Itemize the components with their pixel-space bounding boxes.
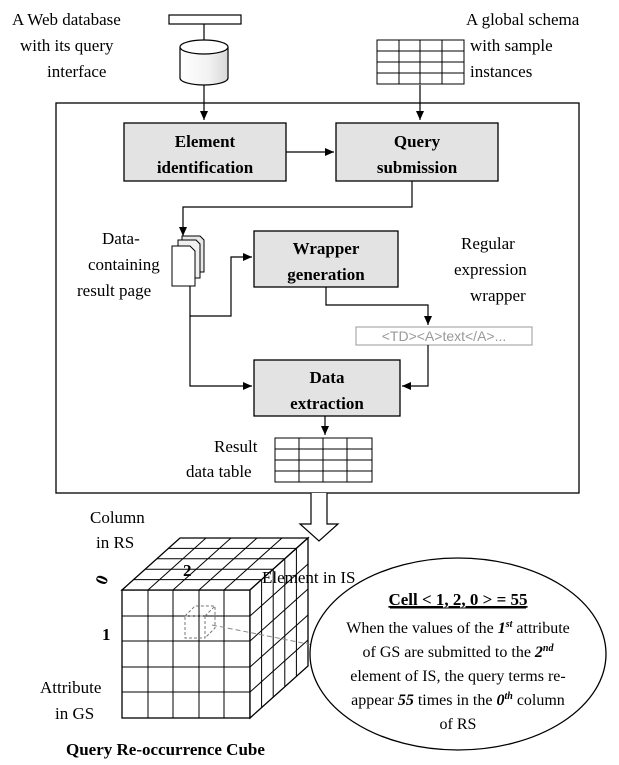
element-identification-label-1: Element: [175, 132, 236, 151]
callout-line-2: of GS are submitted to the 2nd: [363, 643, 555, 661]
callout-line-3: element of IS, the query terms re-: [350, 668, 565, 685]
element-identification-label-2: identification: [157, 158, 254, 177]
data-extraction-label-2: extraction: [290, 394, 364, 413]
result-table-label-2: data table: [186, 462, 252, 481]
arrow-code-to-extraction: [402, 345, 429, 390]
result-page-label-1: Data-: [102, 229, 140, 248]
result-page-label-2: containing: [88, 255, 160, 274]
result-table-icon: [274, 437, 373, 483]
cube-index-2: 2: [183, 561, 192, 580]
query-submission-label-2: submission: [377, 158, 458, 177]
callout-heading: Cell < 1, 2, 0 > = 55: [388, 590, 527, 609]
callout-ellipse: [309, 557, 607, 751]
callout-line-5: of RS: [440, 716, 477, 733]
data-extraction-label-1: Data: [310, 368, 345, 387]
element-identification-box: Element identification: [123, 122, 287, 182]
wrapper-code-text: <TD><A>text</A>...: [382, 328, 507, 344]
arrow-wrapper-to-code: [325, 287, 432, 325]
callout-connector: [211, 624, 314, 646]
regex-label-3: wrapper: [470, 286, 526, 305]
column-in-rs-label-2: in RS: [96, 533, 134, 552]
web-db-label-1: A Web database: [12, 10, 121, 29]
wrapper-generation-box: Wrapper generation: [253, 230, 399, 288]
callout-line-1: When the values of the 1st attribute: [346, 619, 569, 637]
reoccurrence-cube: [120, 536, 310, 720]
schema-label-2: with sample: [470, 36, 553, 55]
cube-index-1: 1: [102, 625, 111, 644]
wrapper-code-box: <TD><A>text</A>...: [355, 326, 533, 346]
result-table-label-1: Result: [214, 437, 258, 456]
database-icon: [179, 39, 229, 86]
cube-index-0: 0: [91, 573, 112, 587]
hollow-arrow-down-icon: [298, 493, 340, 542]
schema-table-icon: [376, 39, 465, 85]
regex-label-1: Regular: [461, 234, 515, 253]
arrow-result-to-extraction: [189, 316, 252, 390]
highlighted-cell: [184, 605, 216, 639]
regex-label-2: expression: [454, 260, 527, 279]
wrapper-generation-label-1: Wrapper: [293, 239, 360, 258]
callout-line-4: appear 55 times in the 0th column: [351, 691, 565, 709]
web-db-label-3: interface: [47, 62, 106, 81]
schema-label-3: instances: [470, 62, 532, 81]
query-submission-box: Query submission: [335, 122, 499, 182]
wrapper-generation-label-2: generation: [287, 265, 365, 284]
cube-title: Query Re-occurrence Cube: [66, 740, 265, 759]
arrow-query-to-result-page: [179, 181, 413, 236]
element-in-is-label: Element in IS: [262, 568, 355, 587]
data-extraction-box: Data extraction: [253, 359, 401, 417]
column-in-rs-label-1: Column: [90, 508, 145, 527]
web-db-label-2: with its query: [20, 36, 114, 55]
query-submission-label-1: Query: [394, 132, 441, 151]
result-page-icon: [171, 235, 205, 287]
arrow-result-to-wrapper: [189, 253, 252, 317]
schema-label-1: A global schema: [466, 10, 580, 29]
query-interface-icon: [168, 14, 242, 25]
attribute-in-gs-label-2: in GS: [55, 704, 94, 723]
attribute-in-gs-label-1: Attribute: [40, 678, 101, 697]
result-page-label-3: result page: [77, 281, 151, 300]
